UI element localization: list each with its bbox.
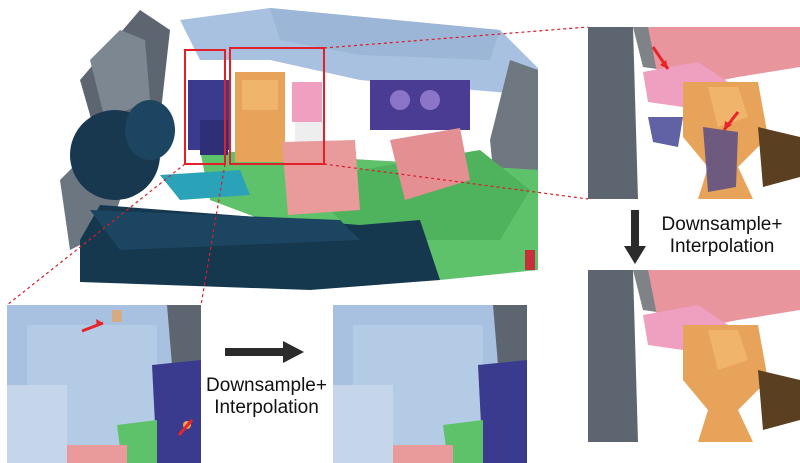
callout-arrow-4 — [177, 419, 194, 436]
bottom-middle-crop-panel — [333, 305, 527, 463]
arrow-right-icon — [225, 341, 304, 363]
bottom-caption: Downsample+ Interpolation — [200, 375, 333, 419]
right-caption: Downsample+ Interpolation — [648, 214, 796, 258]
highlight-box-right — [229, 47, 325, 165]
bottom-caption-line1: Downsample+ — [206, 375, 327, 396]
bottom-caption-line2: Interpolation — [214, 397, 319, 418]
main-scene-render — [60, 8, 538, 290]
bottom-left-crop-panel — [7, 305, 201, 463]
arrow-down-icon — [624, 210, 646, 264]
right-caption-line2: Interpolation — [669, 236, 775, 257]
right-top-crop-panel — [588, 27, 800, 199]
main-scene-panel — [60, 0, 538, 290]
right-bottom-crop-panel — [588, 270, 800, 442]
right-caption-line1: Downsample+ — [661, 214, 783, 235]
